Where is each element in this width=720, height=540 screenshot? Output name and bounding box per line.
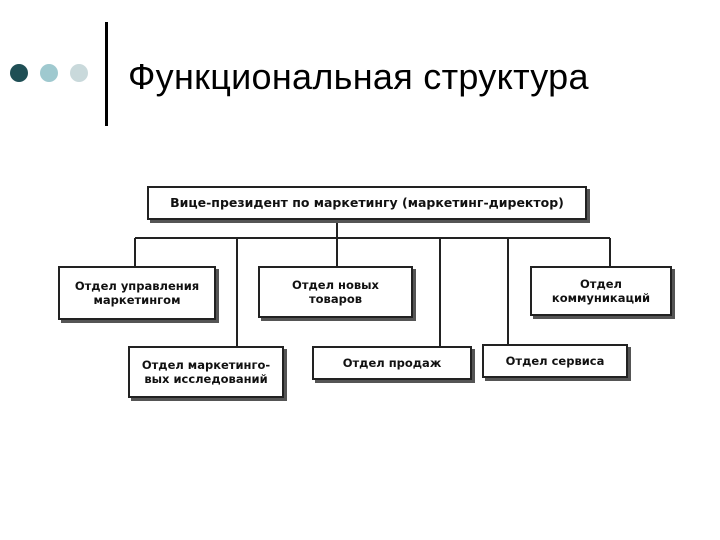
vp-marketing-box: Вице-президент по маркетингу (маркетинг-… [147,186,587,220]
dept-service-box: Отдел сервиса [482,344,628,378]
dept-communications-box: Отдел коммуникаций [530,266,672,316]
dept-new-products-box: Отдел новых товаров [258,266,413,318]
slide-title: Функциональная структура [128,56,589,97]
dept-marketing-management-box: Отдел управления маркетингом [58,266,216,320]
dept-sales-box: Отдел продаж [312,346,472,380]
dept-marketing-research-box: Отдел маркетинго- вых исследований [128,346,284,398]
dot-light-blue [40,64,58,82]
title-divider-line [105,22,108,126]
dot-dark [10,64,28,82]
dot-pale [70,64,88,82]
